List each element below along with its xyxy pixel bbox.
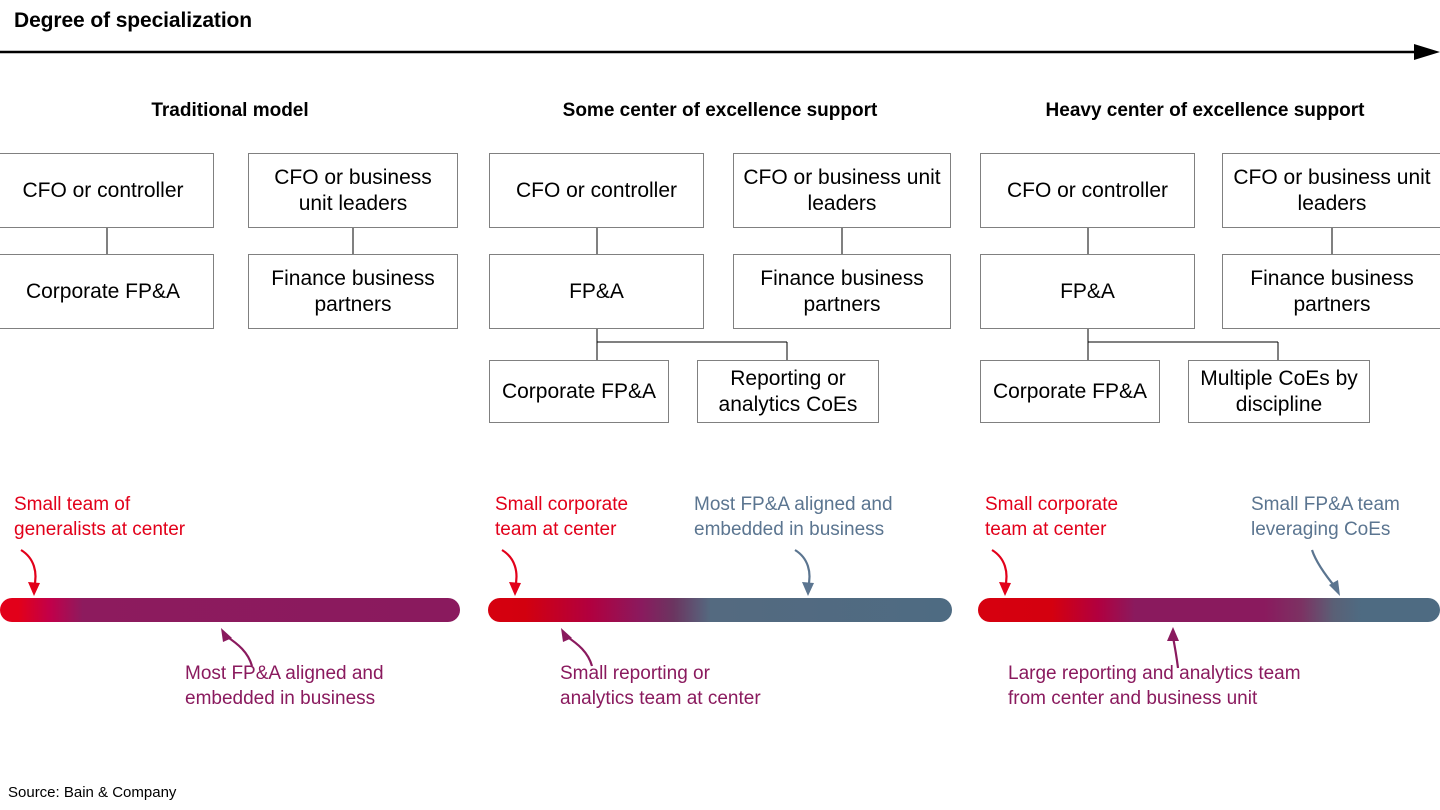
annotation-arrow-up-col1 — [221, 628, 254, 667]
annotation-bottom-col3: Large reporting and analytics team from … — [1008, 663, 1301, 709]
right-arrow-icon — [0, 44, 1440, 60]
org-box-fpa-col2: FP&A — [489, 254, 704, 329]
annotation-bottom-col1: Most FP&A aligned and embedded in busine… — [185, 663, 384, 709]
column-heading-traditional: Traditional model — [151, 100, 309, 121]
branch-connector — [1087, 329, 1279, 360]
connector-line — [1331, 228, 1333, 254]
specialization-bar-col3 — [978, 598, 1440, 622]
annotation-bottom-col2: Small reporting or analytics team at cen… — [560, 663, 761, 709]
connector-line — [596, 228, 598, 254]
branch-connector — [596, 329, 788, 360]
org-box-finance-business-partners-col3: Finance business partners — [1222, 254, 1440, 329]
specialization-bar-col2 — [488, 598, 952, 622]
connector-line — [841, 228, 843, 254]
annotation-arrow-up-col3 — [1167, 627, 1180, 669]
org-box-corporate-fpa-col2: Corporate FP&A — [489, 360, 669, 423]
annotation-arrow-down-col2-right — [794, 549, 814, 596]
annotation-top-right-col2: Most FP&A aligned and embedded in busine… — [694, 494, 893, 540]
org-box-reporting-analytics-coes-col2: Reporting or analytics CoEs — [697, 360, 879, 423]
column-heading-heavy-coe: Heavy center of excellence support — [1045, 100, 1365, 121]
annotation-top-left-col2: Small corporate team at center — [495, 494, 629, 540]
column-heading-some-coe: Some center of excellence support — [562, 100, 878, 121]
org-box-corporate-fpa-col1: Corporate FP&A — [0, 254, 214, 329]
annotation-arrow-down-col3-right — [1310, 549, 1340, 596]
org-box-cfo-controller-col1: CFO or controller — [0, 153, 214, 228]
specialization-bar-col1 — [0, 598, 460, 622]
org-box-cfo-bu-leaders-col1: CFO or business unit leaders — [248, 153, 458, 228]
annotation-arrow-up-col2 — [561, 628, 594, 667]
source-note: Source: Bain & Company — [8, 784, 177, 801]
org-box-cfo-controller-col2: CFO or controller — [489, 153, 704, 228]
org-box-finance-business-partners-col2: Finance business partners — [733, 254, 951, 329]
connector-line — [106, 228, 108, 254]
org-box-cfo-bu-leaders-col2: CFO or business unit leaders — [733, 153, 951, 228]
org-box-multiple-coes-col3: Multiple CoEs by discipline — [1188, 360, 1370, 423]
annotation-arrow-down-col1 — [20, 549, 40, 596]
org-box-fpa-col3: FP&A — [980, 254, 1195, 329]
org-box-cfo-controller-col3: CFO or controller — [980, 153, 1195, 228]
annotation-top-left-col1: Small team of generalists at center — [14, 494, 186, 540]
org-box-cfo-bu-leaders-col3: CFO or business unit leaders — [1222, 153, 1440, 228]
page-title: Degree of specialization — [14, 9, 253, 32]
annotation-arrow-down-col3-left — [991, 549, 1011, 596]
connector-line — [352, 228, 354, 254]
annotation-top-left-col3: Small corporate team at center — [985, 494, 1119, 540]
org-box-corporate-fpa-col3: Corporate FP&A — [980, 360, 1160, 423]
connector-line — [1087, 228, 1089, 254]
annotation-arrow-down-col2-left — [501, 549, 521, 596]
org-box-finance-business-partners-col1: Finance business partners — [248, 254, 458, 329]
annotation-top-right-col3: Small FP&A team leveraging CoEs — [1251, 494, 1400, 540]
